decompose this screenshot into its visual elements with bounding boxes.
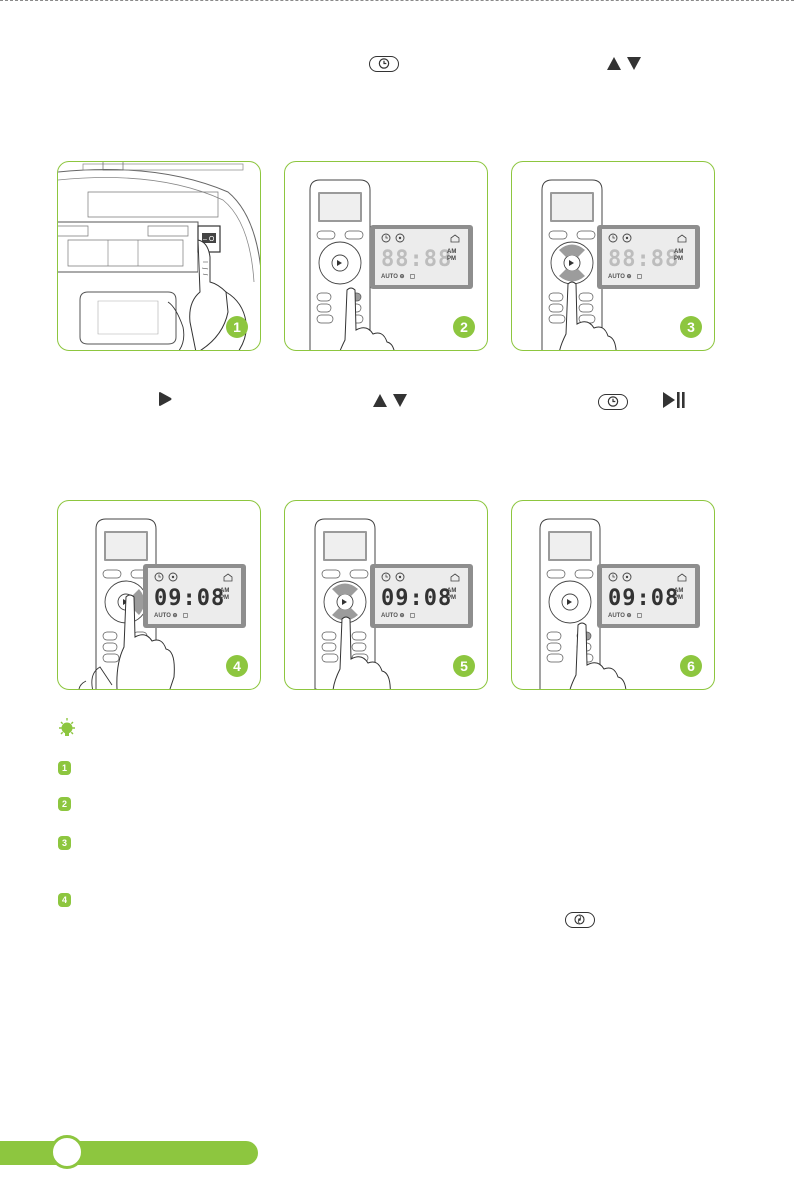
lcd-auto-label: AUTO ⊕ ▢ bbox=[608, 274, 643, 280]
step-number-badge: 2 bbox=[453, 316, 475, 338]
lcd-time-digits: 88:88 bbox=[608, 247, 680, 272]
note-number-badge: 2 bbox=[58, 797, 71, 811]
note-number-badge: 4 bbox=[58, 893, 71, 907]
page-number-circle bbox=[50, 1135, 84, 1169]
up-down-arrow-icon bbox=[606, 56, 642, 71]
step-number-badge: 4 bbox=[226, 655, 248, 677]
lcd-time-digits: 09:08 bbox=[154, 586, 226, 611]
lcd-time-digits: 88:88 bbox=[381, 247, 453, 272]
note-number-badge: 3 bbox=[58, 836, 71, 850]
lightbulb-icon bbox=[57, 718, 77, 745]
remote-illustration bbox=[314, 518, 391, 689]
step-number-badge: 6 bbox=[680, 655, 702, 677]
robot-illustration: – O bbox=[58, 162, 260, 350]
step-number-badge: 3 bbox=[680, 316, 702, 338]
up-down-arrow-icon bbox=[372, 393, 408, 408]
lcd-status-icons bbox=[381, 233, 460, 243]
note-number-badge: 1 bbox=[58, 761, 71, 775]
lcd-auto-label: AUTO ⊕ ▢ bbox=[154, 613, 189, 619]
top-dashed-line bbox=[0, 0, 794, 1]
lcd-status-icons bbox=[608, 233, 687, 243]
lcd-status-icons bbox=[381, 572, 460, 582]
lcd-time-digits: 09:08 bbox=[381, 586, 453, 611]
play-pause-icon bbox=[662, 391, 686, 414]
step-number-badge: 5 bbox=[453, 655, 475, 677]
step-panel-1: – O 1 bbox=[57, 161, 261, 351]
svg-text:– O: – O bbox=[203, 236, 215, 243]
lcd-auto-label: AUTO ⊕ ▢ bbox=[608, 613, 643, 619]
lcd-time-digits: 09:08 bbox=[608, 586, 680, 611]
clock-button-icon bbox=[598, 394, 628, 410]
clock-button-icon bbox=[369, 56, 399, 72]
remote-illustration bbox=[539, 518, 627, 689]
lcd-status-icons bbox=[608, 572, 687, 582]
lcd-status-icons bbox=[154, 572, 233, 582]
remote-illustration bbox=[541, 179, 617, 350]
remote-illustration bbox=[78, 518, 175, 689]
lcd-auto-label: AUTO ⊕ ▢ bbox=[381, 274, 416, 280]
remote-illustration bbox=[309, 179, 395, 350]
footer-bar bbox=[0, 1141, 258, 1165]
step-number-badge: 1 bbox=[226, 316, 248, 338]
lcd-auto-label: AUTO ⊕ ▢ bbox=[381, 613, 416, 619]
fan-button-icon bbox=[565, 912, 595, 928]
right-arrow-icon bbox=[157, 391, 173, 412]
